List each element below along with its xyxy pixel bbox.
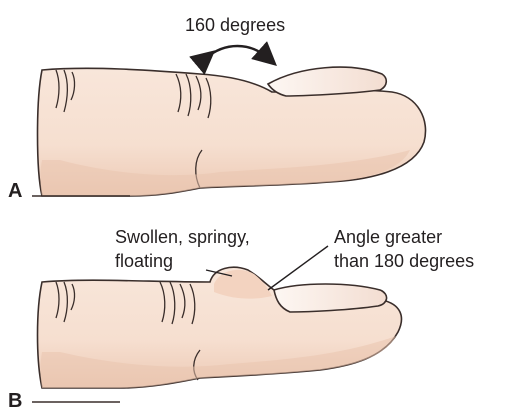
- panel-letter-a: A: [8, 180, 22, 203]
- angle-label-b-line2: than 180 degrees: [334, 250, 474, 272]
- angle-arrow-a: [206, 46, 268, 58]
- swelling-label-line2: floating: [115, 250, 173, 272]
- angle-label-a: 160 degrees: [185, 14, 285, 36]
- finger-b: [38, 267, 402, 388]
- finger-a-nail: [268, 67, 386, 96]
- swelling-label-line1: Swollen, springy,: [115, 226, 250, 248]
- finger-a: [38, 67, 426, 196]
- finger-b-nail: [274, 284, 387, 312]
- angle-label-b-line1: Angle greater: [334, 226, 442, 248]
- panel-letter-b: B: [8, 390, 22, 413]
